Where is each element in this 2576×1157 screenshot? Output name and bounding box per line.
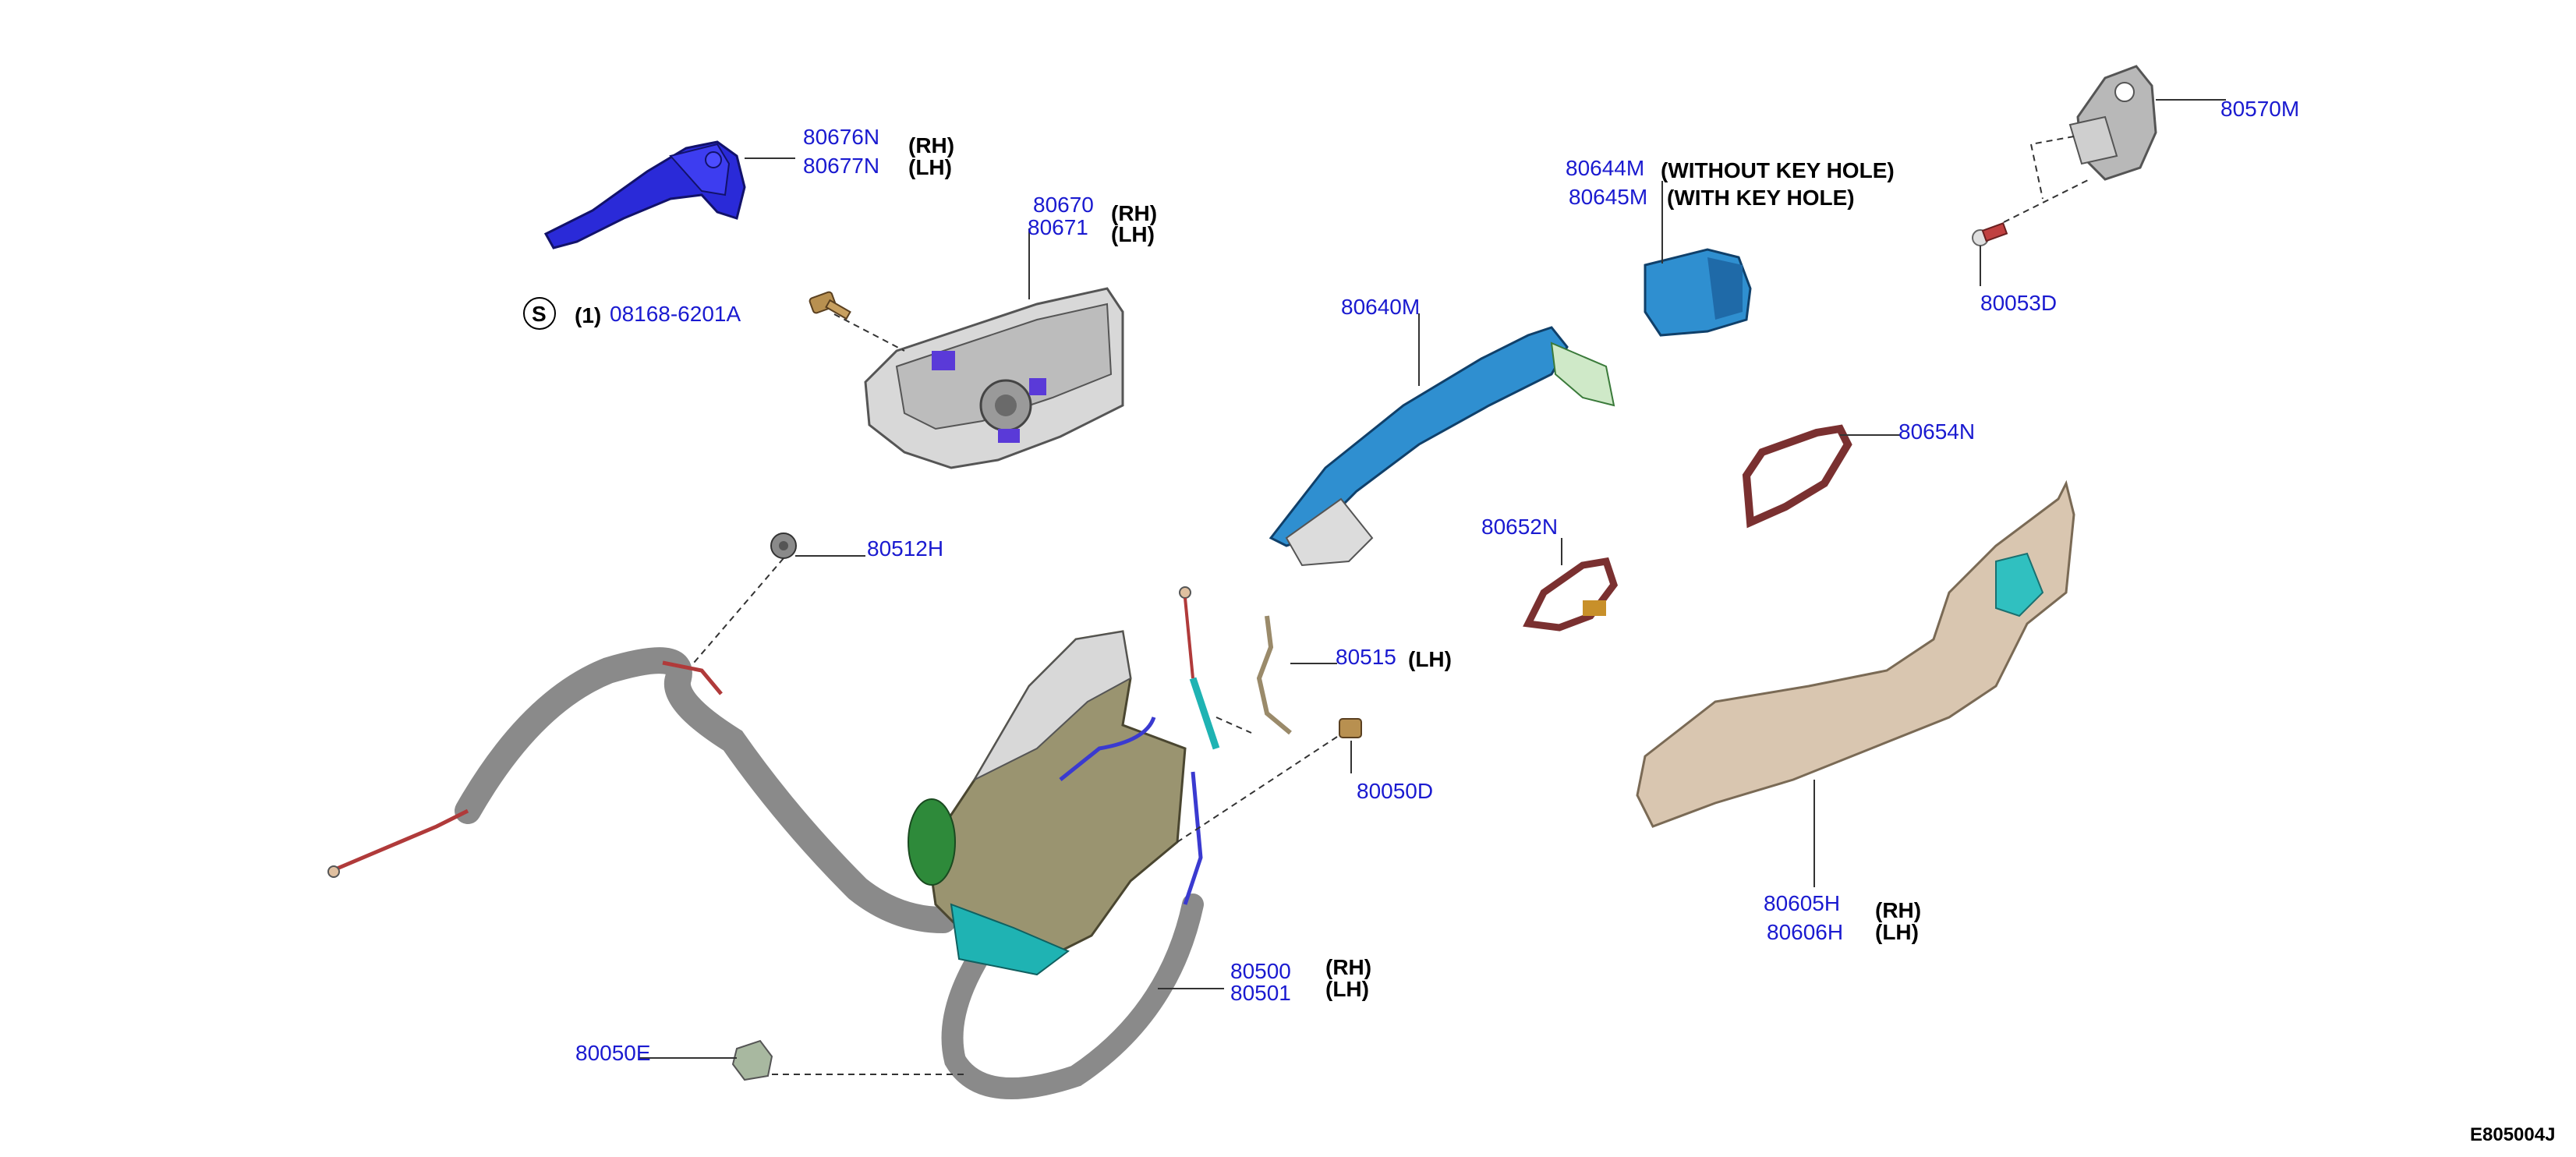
clip-d-part — [1339, 718, 1362, 738]
inner-handle-bracket-part — [864, 287, 1124, 469]
note-lh: (LH) — [1325, 977, 1369, 1001]
part-number-80670: 80670 — [1033, 193, 1094, 217]
s-circle-icon — [523, 297, 556, 330]
note-rh: (RH) — [1111, 201, 1157, 225]
part-number-80644m: 80644M — [1566, 156, 1644, 180]
note-lh: (LH) — [908, 155, 952, 179]
outer-handle-part — [1269, 326, 1615, 567]
part-number-80654n: 80654N — [1898, 419, 1975, 444]
note-rh: (RH) — [908, 133, 954, 157]
note-lh: (LH) — [1408, 647, 1452, 671]
part-number-80500: 80500 — [1230, 959, 1291, 983]
part-number-80053d: 80053D — [1980, 291, 2057, 315]
part-number-80671: 80671 — [1028, 215, 1088, 239]
part-number-80050e: 80050E — [575, 1041, 651, 1065]
note-rh: (RH) — [1325, 955, 1371, 979]
s-symbol: S — [532, 302, 547, 326]
key-cover-part — [1644, 248, 1752, 337]
note-lh: (LH) — [1111, 222, 1155, 246]
lock-assembly-part — [327, 586, 1220, 1099]
part-number-80645m: 80645M — [1569, 185, 1647, 209]
part-number-80605h: 80605H — [1764, 891, 1840, 915]
gasket-small-part — [1523, 557, 1619, 632]
note-rh: (RH) — [1875, 898, 1921, 922]
part-number-80512h: 80512H — [867, 536, 943, 561]
rod-part — [1256, 615, 1292, 735]
gasket-large-part — [1742, 424, 1852, 529]
leader-lines — [639, 99, 2226, 1075]
part-number-80515: 80515 — [1336, 645, 1396, 669]
note-without-key-hole: (WITHOUT KEY HOLE) — [1661, 158, 1895, 182]
note-lh: (LH) — [1875, 920, 1919, 944]
bolt-part — [809, 291, 851, 320]
part-number-80570m: 80570M — [2220, 97, 2299, 121]
part-number-80676n: 80676N — [803, 125, 879, 149]
clip-e-part — [731, 1039, 773, 1081]
part-number-80640m: 80640M — [1341, 295, 1420, 319]
inner-handle-part — [543, 140, 746, 249]
part-number-80677n: 80677N — [803, 154, 879, 178]
figure-reference: E805004J — [2470, 1124, 2555, 1145]
handle-base-part — [1636, 479, 2075, 828]
part-number-80652n: 80652N — [1481, 515, 1558, 539]
part-number-80050d: 80050D — [1357, 779, 1433, 803]
grommet-part — [770, 533, 797, 559]
striker-part — [2068, 65, 2157, 181]
quantity-label: (1) — [575, 303, 601, 327]
part-number-80606h: 80606H — [1767, 920, 1843, 944]
part-number-08168-6201a: 08168-6201A — [610, 302, 741, 326]
note-with-key-hole: (WITH KEY HOLE) — [1667, 186, 1855, 210]
screw-part — [1972, 222, 2008, 246]
part-number-80501: 80501 — [1230, 981, 1291, 1005]
